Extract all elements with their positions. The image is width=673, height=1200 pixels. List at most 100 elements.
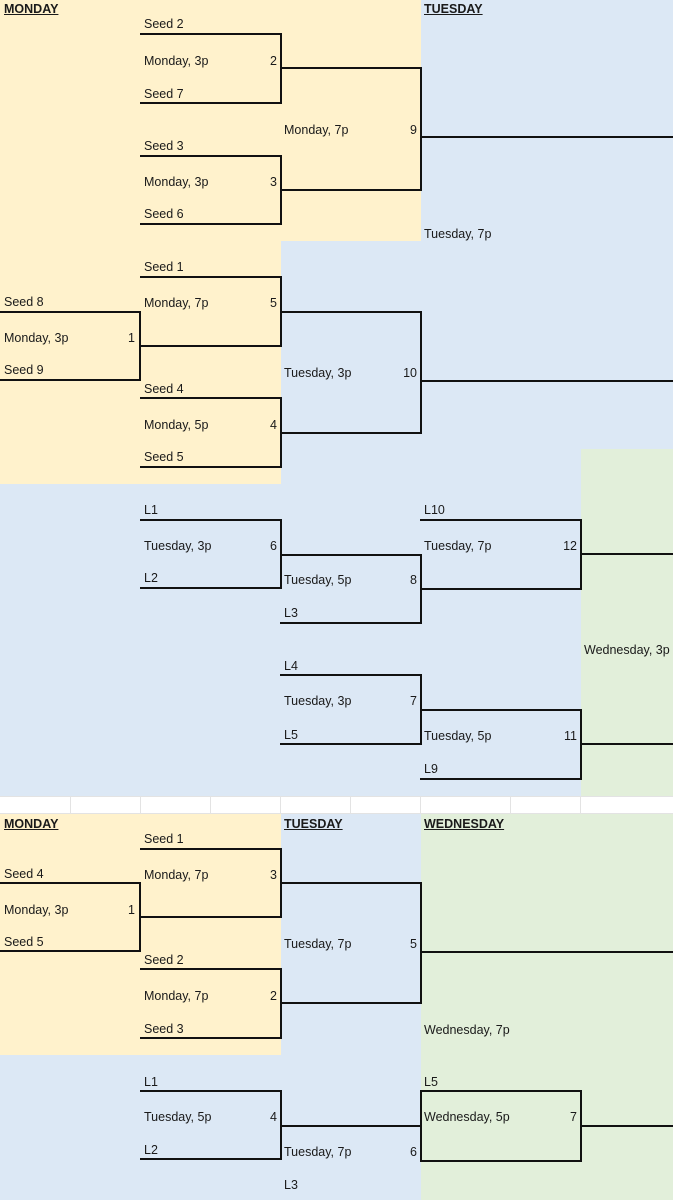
day-header-tuesday: TUESDAY [284, 817, 343, 831]
bracket-line [280, 33, 282, 104]
game-time: Monday, 7p [144, 296, 209, 310]
bracket-line [280, 882, 421, 884]
team-slot: Seed 4 [144, 382, 184, 396]
monday-region-mid [0, 241, 281, 484]
game-time: Tuesday, 3p [144, 539, 212, 553]
bracket-line [280, 1002, 421, 1004]
bracket-line [140, 466, 281, 468]
team-slot: Seed 8 [4, 295, 44, 309]
game-number: 7 [410, 694, 417, 708]
bracket-line [140, 916, 281, 918]
team-slot: L5 [284, 728, 298, 742]
game-time: Wednesday, 7p [424, 1023, 510, 1037]
bracket-line [580, 519, 582, 590]
game-time: Tuesday, 7p [284, 937, 352, 951]
bracket-line [280, 432, 421, 434]
team-slot: Seed 5 [144, 450, 184, 464]
bracket-line [420, 1160, 581, 1162]
team-slot: Seed 3 [144, 139, 184, 153]
bracket-line [420, 882, 422, 1004]
game-number: 3 [270, 868, 277, 882]
tuesday-region-bottom-col [281, 814, 421, 1055]
game-time: Tuesday, 7p [424, 539, 492, 553]
wednesday-region-top [581, 449, 673, 796]
day-header-monday: MONDAY [4, 817, 59, 831]
bracket-line [420, 311, 422, 434]
bracket-line [140, 1037, 281, 1039]
game-time: Tuesday, 5p [144, 1110, 212, 1124]
game-time: Monday, 3p [4, 903, 69, 917]
tuesday-region-lower [0, 484, 581, 796]
game-time: Monday, 7p [144, 868, 209, 882]
bracket-line [420, 519, 581, 521]
bracket-line [420, 67, 422, 191]
team-slot: Seed 3 [144, 1022, 184, 1036]
game-time: Wednesday, 5p [424, 1110, 510, 1124]
game-number: 12 [563, 539, 577, 553]
bracket-line [139, 882, 141, 952]
grid-line [140, 797, 141, 813]
game-number: 5 [410, 937, 417, 951]
bracket-line [140, 276, 281, 278]
team-slot: L1 [144, 503, 158, 517]
bracket-line [280, 622, 421, 624]
game-time: Tuesday, 3p [284, 366, 352, 380]
team-slot: L5 [424, 1075, 438, 1089]
bracket-line [140, 397, 281, 399]
game-number: 9 [410, 123, 417, 137]
game-time: Tuesday, 7p [284, 1145, 352, 1159]
team-slot: L3 [284, 1178, 298, 1192]
game-number: 7 [570, 1110, 577, 1124]
team-slot: L4 [284, 659, 298, 673]
tuesday-region-bottom [0, 1055, 421, 1200]
bracket-line [280, 189, 421, 191]
game-number: 5 [270, 296, 277, 310]
bracket-line [280, 311, 421, 313]
bracket-line [140, 345, 281, 347]
game-time: Tuesday, 5p [284, 573, 352, 587]
tuesday-region-strip [281, 449, 581, 484]
game-time: Wednesday, 3p [584, 643, 670, 657]
team-slot: Seed 1 [144, 260, 184, 274]
bracket-line [140, 587, 281, 589]
monday-region-bottom [0, 814, 281, 1055]
grid-line [280, 797, 281, 813]
game-number: 10 [403, 366, 417, 380]
bracket-line [140, 519, 281, 521]
bracket-line [420, 709, 581, 711]
bracket-line [140, 33, 281, 35]
bracket-line [140, 155, 281, 157]
grid-line [350, 797, 351, 813]
team-slot: Seed 7 [144, 87, 184, 101]
bracket-line [140, 1158, 281, 1160]
bracket-line [0, 950, 141, 952]
day-header-tuesday: TUESDAY [424, 2, 483, 16]
bracket-line [280, 968, 282, 1039]
game-number: 4 [270, 1110, 277, 1124]
bracket-line [140, 223, 281, 225]
game-number: 1 [128, 903, 135, 917]
team-slot: Seed 5 [4, 935, 44, 949]
team-slot: Seed 6 [144, 207, 184, 221]
grid-line [510, 797, 511, 813]
grid-line [580, 797, 581, 813]
team-slot: Seed 9 [4, 363, 44, 377]
game-number: 3 [270, 175, 277, 189]
team-slot: L3 [284, 606, 298, 620]
team-slot: Seed 1 [144, 832, 184, 846]
game-number: 2 [270, 54, 277, 68]
bracket-line [420, 380, 673, 382]
bracket-line [420, 1090, 422, 1162]
bracket-line [580, 709, 582, 780]
game-time: Monday, 3p [144, 54, 209, 68]
grid-line [420, 797, 421, 813]
bracket-line [280, 674, 421, 676]
team-slot: L1 [144, 1075, 158, 1089]
game-number: 2 [270, 989, 277, 1003]
bracket-line [280, 1125, 421, 1127]
bracket-line [0, 882, 141, 884]
bracket-line [139, 311, 141, 381]
day-header-monday: MONDAY [4, 2, 59, 16]
bracket-line [420, 951, 673, 953]
bracket-line [0, 311, 141, 313]
